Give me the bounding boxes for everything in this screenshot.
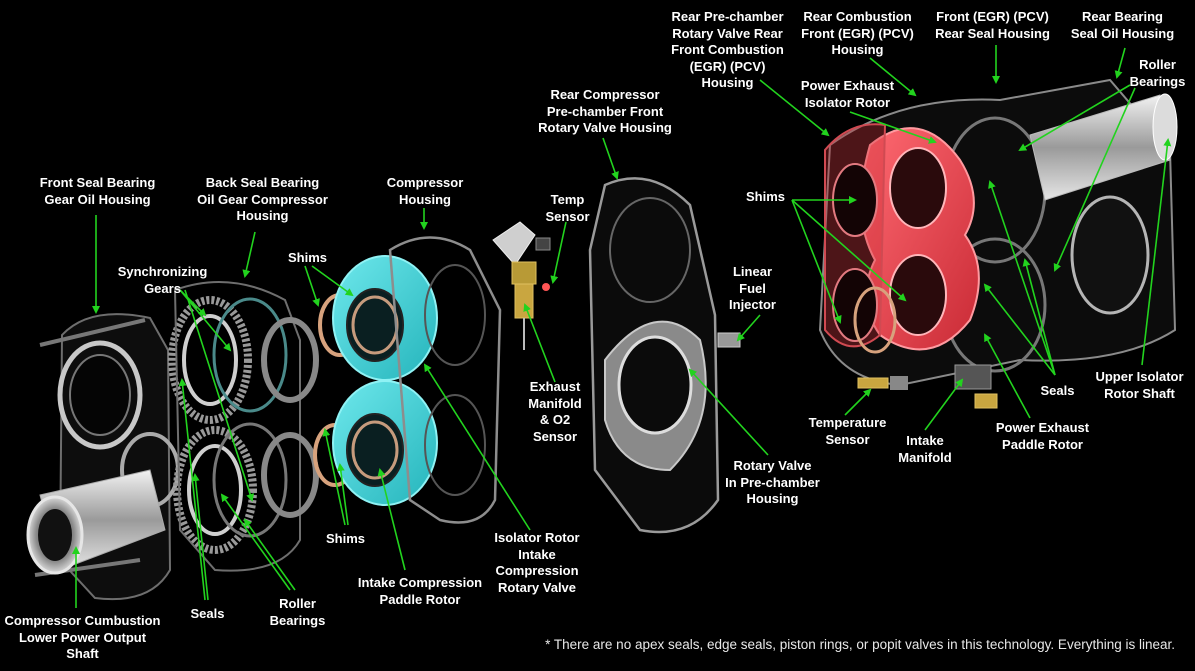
leader-rear-combustion [869,57,917,97]
label-roller-bearings-right: Roller Bearings [1129,57,1186,89]
label-output-shaft: Compressor Cumbustion Lower Power Output… [4,613,161,661]
temperature-sensor-part [857,376,908,390]
leader-gears-3 [184,289,254,502]
label-upper-isolator: Upper Isolator Rotor Shaft [1095,369,1184,401]
shims-right-part [853,286,897,354]
leader-shims-b1 [322,428,346,526]
label-shims-right: Shims [745,189,785,204]
label-rear-compressor: Rear Compressor Pre-chamber Front Rotary… [538,87,672,135]
leader-roller-r1 [1018,84,1131,152]
leader-seals-r3 [983,283,1056,376]
leader-seals-r2 [1022,258,1056,376]
label-shims-top: Shims [287,250,327,265]
intake-manifold-part [954,364,998,409]
label-rotary-valve: Rotary Valve In Pre-chamber Housing [725,458,820,506]
leader-shims-b2 [336,463,349,526]
leader-shims-1 [304,265,320,307]
leader-back-seal [242,231,256,278]
label-compressor-housing: Compressor Housing [386,175,464,207]
leader-shims-r3 [791,199,907,302]
leader-fuel-injector [736,314,761,342]
label-shims-bottom: Shims [325,531,365,546]
label-seals-left: Seals [190,606,225,621]
label-exhaust-manifold: Exhaust Manifold & O2 Sensor [528,379,582,444]
rear-prechamber-housing-part [824,123,887,348]
leader-rear-prechamber [759,79,830,137]
leader-shims-2 [311,265,354,297]
label-synchronizing-gears: Synchronizing Gears [117,264,208,296]
label-intake-paddle-rotor: Intake Compression Paddle Rotor [357,575,483,607]
output-shaft-part [26,469,166,575]
leader-upper-isolator [1141,138,1172,366]
leader-seals-1 [178,378,206,601]
leader-power-isolator [849,111,937,144]
leader-seals-2 [191,473,209,601]
label-isolator-rotor: Isolator Rotor Intake Compression Rotary… [494,530,580,595]
leader-isolator-rotor [423,363,531,531]
label-power-exhaust-isolator: Power Exhaust Isolator Rotor [800,78,895,110]
synchronizing-gears-part [168,296,257,554]
label-front-egr-pcv: Front (EGR) (PCV) Rear Seal Housing [935,9,1050,41]
label-back-seal-bearing: Back Seal Bearing Oil Gear Compressor Ho… [197,175,328,223]
label-rear-bearing: Rear Bearing Seal Oil Housing [1070,9,1175,41]
label-temp-sensor: Temp Sensor [545,192,590,224]
label-rear-prechamber: Rear Pre-chamber Rotary Valve Rear Front… [671,9,784,90]
rotary-valve-housing-part [588,177,741,534]
power-exhaust-rotor-part [860,127,980,351]
label-linear-fuel-injector: Linear Fuel Injector [729,264,776,312]
leader-bearings-1 [220,493,291,591]
compressor-housing-part [388,236,502,524]
label-power-exhaust-paddle: Power Exhaust Paddle Rotor [995,420,1090,452]
leader-rear-compressor [602,137,619,180]
leader-lines [72,45,1172,608]
label-front-seal-bearing: Front Seal Bearing Gear Oil Housing [39,175,156,207]
leader-shims-r2 [791,199,842,324]
leader-rear-bearing [1114,47,1126,79]
leader-rotary-valve [688,368,769,456]
leader-temp-sensor [550,221,567,284]
label-intake-manifold: Intake Manifold [898,433,952,465]
label-temperature-sensor: Temperature Sensor [808,415,887,447]
intake-compression-paddle-rotor-part [332,255,438,506]
leader-power-paddle [984,333,1031,419]
leader-bearings-2 [243,518,296,591]
leader-seals-r1 [988,180,1056,376]
temp-sensor-exhaust-part [492,221,551,350]
leader-intake-paddle [377,468,406,571]
label-rear-combustion: Rear Combustion Front (EGR) (PCV) Housin… [801,9,914,57]
leader-intake-manifold [924,378,964,431]
leader-exhaust [523,303,556,383]
footnote: * There are no apex seals, edge seals, p… [545,637,1175,652]
label-seals-right: Seals [1040,383,1075,398]
back-seal-housing-part [173,281,319,572]
label-roller-bearings-left: Roller Bearings [269,596,326,628]
leader-temperature-sensor [844,388,872,416]
leader-roller-r2 [1053,87,1136,272]
